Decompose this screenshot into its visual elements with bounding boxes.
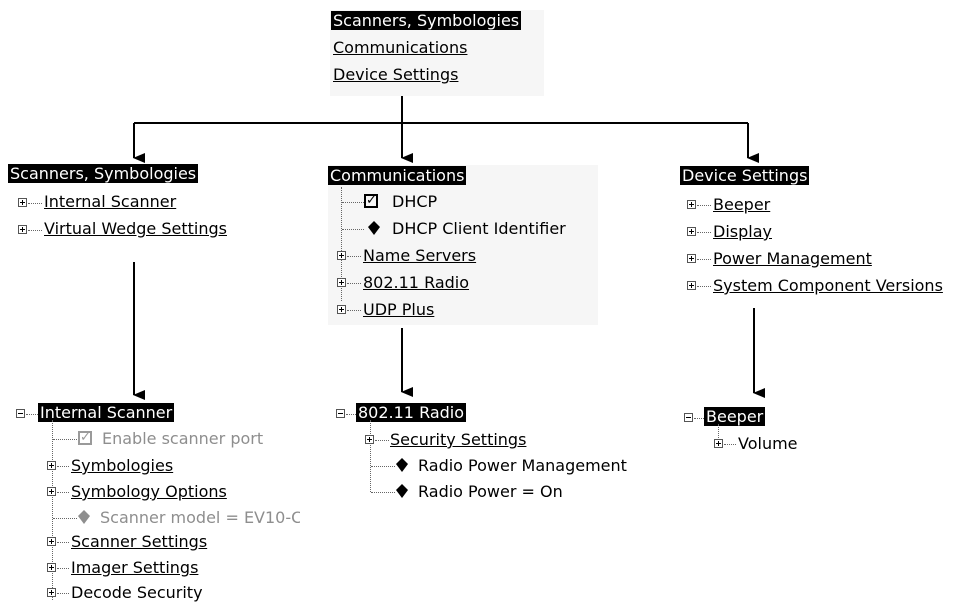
tree-item-security-settings[interactable]: Security Settings: [390, 430, 527, 449]
expand-power-management-icon[interactable]: [687, 254, 696, 263]
tree-item-dhcp-client-identifier[interactable]: DHCP Client Identifier: [392, 219, 566, 238]
radio-power-management-diamond-icon: [396, 458, 408, 472]
collapse-80211-radio-icon[interactable]: [336, 409, 345, 418]
setting-diamond-icon: [368, 221, 380, 235]
tree-item-display[interactable]: Display: [713, 222, 772, 241]
expand-beeper-icon[interactable]: [687, 200, 696, 209]
collapse-beeper-icon[interactable]: [684, 413, 693, 422]
expand-scanner-settings-icon[interactable]: [47, 537, 56, 546]
expand-symbologies-icon[interactable]: [47, 461, 56, 470]
tree-item-udp-plus[interactable]: UDP Plus: [363, 300, 435, 319]
tree-item-symbology-options[interactable]: Symbology Options: [71, 482, 227, 501]
scanners-symbologies-panel: Scanners, Symbologies Internal Scanner V…: [8, 163, 268, 243]
scanner-model-value: Scanner model = EV10-C: [100, 508, 300, 527]
expand-system-component-versions-icon[interactable]: [687, 281, 696, 290]
collapse-internal-scanner-icon[interactable]: [16, 409, 25, 418]
tree-item-symbologies[interactable]: Symbologies: [71, 456, 174, 475]
expand-virtual-wedge-icon[interactable]: [18, 225, 27, 234]
communications-panel: Communications ✓ DHCP DHCP Client Identi…: [328, 165, 598, 325]
panel-title-device-settings: Device Settings: [680, 166, 810, 185]
expand-volume-icon[interactable]: [714, 439, 723, 448]
menu-item-scanners-symbologies[interactable]: Scanners, Symbologies: [331, 11, 522, 30]
expand-symbology-options-icon[interactable]: [47, 487, 56, 496]
tree-title-internal-scanner: Internal Scanner: [38, 403, 175, 422]
tree-item-beeper[interactable]: Beeper: [713, 195, 771, 214]
tree-title-beeper: Beeper: [704, 407, 766, 426]
beeper-tree: Beeper Volume: [680, 406, 820, 458]
panel-title-scanners: Scanners, Symbologies: [8, 164, 199, 183]
tree-item-system-component-versions[interactable]: System Component Versions: [713, 276, 943, 295]
enable-scanner-port-label: Enable scanner port: [102, 429, 264, 448]
tree-item-radio-power[interactable]: Radio Power = On: [418, 482, 563, 501]
expand-name-servers-icon[interactable]: [337, 251, 346, 260]
expand-security-settings-icon[interactable]: [365, 435, 374, 444]
top-menu: Scanners, Symbologies Communications Dev…: [330, 10, 544, 96]
expand-udp-plus-icon[interactable]: [337, 305, 346, 314]
dhcp-checkbox[interactable]: ✓: [364, 193, 378, 208]
expand-80211-radio-icon[interactable]: [337, 278, 346, 287]
menu-item-device-settings[interactable]: Device Settings: [333, 65, 459, 84]
scanner-model-diamond-icon: [78, 510, 90, 524]
device-settings-panel: Device Settings Beeper Display Power Man…: [680, 165, 978, 305]
tree-item-scanner-settings[interactable]: Scanner Settings: [71, 532, 208, 551]
tree-title-80211-radio: 802.11 Radio: [356, 403, 467, 422]
tree-item-radio-power-management[interactable]: Radio Power Management: [418, 456, 627, 475]
tree-item-decode-security[interactable]: Decode Security: [71, 583, 203, 602]
dhcp-label: DHCP: [392, 192, 438, 211]
expand-display-icon[interactable]: [687, 227, 696, 236]
enable-scanner-port-checkbox[interactable]: ✓: [78, 430, 92, 445]
expand-internal-scanner-icon[interactable]: [18, 198, 27, 207]
tree-item-power-management[interactable]: Power Management: [713, 249, 872, 268]
expand-decode-security-icon[interactable]: [47, 588, 56, 597]
menu-item-communications[interactable]: Communications: [333, 38, 468, 57]
radio-power-diamond-icon: [396, 484, 408, 498]
tree-item-80211-radio[interactable]: 802.11 Radio: [363, 273, 470, 292]
tree-item-internal-scanner[interactable]: Internal Scanner: [44, 192, 177, 211]
tree-item-virtual-wedge-settings[interactable]: Virtual Wedge Settings: [44, 219, 227, 238]
expand-imager-settings-icon[interactable]: [47, 563, 56, 572]
radio-tree: 802.11 Radio Security Settings Radio Pow…: [334, 402, 654, 502]
internal-scanner-tree: Internal Scanner ✓ Enable scanner port S…: [14, 402, 304, 602]
tree-item-imager-settings[interactable]: Imager Settings: [71, 558, 199, 577]
tree-item-volume[interactable]: Volume: [738, 434, 798, 453]
panel-title-communications: Communications: [328, 166, 467, 185]
tree-item-name-servers[interactable]: Name Servers: [363, 246, 477, 265]
